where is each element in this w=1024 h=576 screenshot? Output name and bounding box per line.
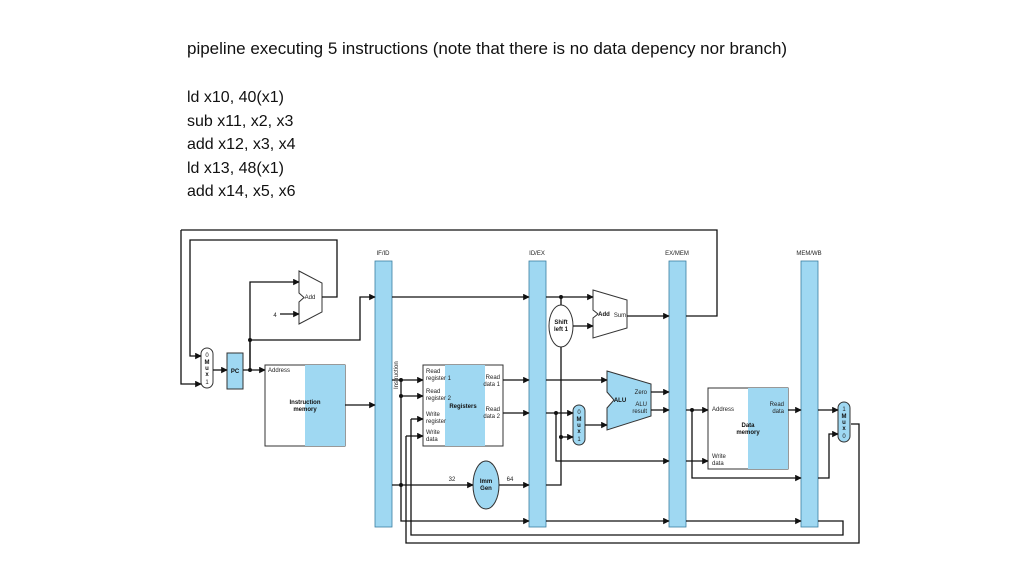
ex-adder-sum-label: Sum: [614, 313, 626, 319]
dmem-write-label: data: [712, 461, 724, 467]
ex-mux-letter: x: [577, 429, 581, 435]
ex-mux-letter: M: [577, 417, 582, 423]
read-data-1-label: Read: [486, 375, 500, 381]
imm-out-bits: 64: [507, 477, 514, 483]
imm-gen: [472, 460, 500, 510]
instruction-line: ld x10, 40(x1): [187, 89, 284, 106]
read-register-2-label: register 2: [426, 396, 452, 402]
alu-result-label: result: [632, 409, 647, 415]
imem-address-label: Address: [268, 368, 290, 374]
if-mux-letter: M: [205, 360, 210, 366]
register-file-fill: [445, 365, 485, 446]
pc-label: PC: [231, 369, 240, 375]
if-mux-in1: 1: [205, 380, 209, 386]
dmem-name-line: Data: [741, 423, 755, 429]
read-register-1-label: register 1: [426, 376, 452, 382]
ifid-label: IF/ID: [377, 251, 391, 257]
wb-mux-in0: 0: [842, 434, 846, 440]
read-data-2-label: data 2: [483, 414, 500, 420]
read-data-2-label: Read: [486, 407, 500, 413]
instruction-bus-label: Instruction: [394, 361, 400, 389]
memwb-label: MEM/WB: [796, 251, 821, 257]
wb-mux-letter: M: [842, 414, 847, 420]
constant-four: 4: [273, 313, 277, 319]
idex-label: ID/EX: [529, 251, 545, 257]
write-data-label: data: [426, 437, 438, 443]
if-mux-letter: u: [205, 366, 209, 372]
alu: [606, 370, 652, 431]
imem-name-line: Instruction: [290, 400, 321, 406]
if-mux-in0: 0: [205, 353, 209, 359]
data-memory-fill: [748, 388, 788, 469]
ex-mux-letter: u: [577, 423, 581, 429]
registers-name: Registers: [449, 404, 477, 410]
ex-adder-label: Add: [598, 312, 610, 318]
instruction-list: ld x10, 40(x1) sub x11, x2, x3 add x12, …: [187, 86, 296, 204]
wb-mux-letter: u: [842, 420, 846, 426]
wb-mux: [837, 401, 851, 443]
wb-mux-letter: x: [842, 426, 846, 432]
imem-name-line: memory: [293, 407, 317, 413]
read-data-1-label: data 1: [483, 382, 500, 388]
instruction-line: add x14, x5, x6: [187, 183, 296, 201]
alu-zero-label: Zero: [635, 390, 648, 396]
exmem-label: EX/MEM: [665, 251, 689, 257]
ex-mux-in0: 0: [577, 410, 581, 416]
dmem-name-line: memory: [736, 430, 760, 436]
read-register-1-label: Read: [426, 369, 440, 375]
shift-left-unit: [548, 304, 574, 348]
if-adder-label: Add: [305, 295, 316, 301]
ex-mux-in1: 1: [577, 437, 581, 443]
read-register-2-label: Read: [426, 389, 440, 395]
dmem-read-label: Read: [770, 402, 784, 408]
idex-register: [528, 260, 547, 528]
alu-label: ALU: [614, 398, 626, 404]
exmem-register: [668, 260, 687, 528]
shift-left-label: Shift: [554, 320, 567, 326]
imm-in-bits: 32: [449, 477, 456, 483]
instruction-memory-fill: [305, 365, 345, 446]
write-register-label: Write: [426, 412, 441, 418]
instruction-line: sub x11, x2, x3: [187, 112, 294, 130]
imm-gen-label: Gen: [480, 486, 492, 492]
dmem-address-label: Address: [712, 407, 734, 413]
memwb-register: [800, 260, 819, 528]
instruction-line: ld x13, 48(x1): [187, 159, 284, 177]
if-mux: [200, 347, 214, 389]
dmem-read-label: data: [772, 409, 784, 415]
ifid-register: [374, 260, 393, 528]
wb-mux-in1: 1: [842, 407, 846, 413]
shift-left-label: left 1: [554, 327, 569, 333]
write-data-label: Write: [426, 430, 441, 436]
alu-result-label: ALU: [635, 402, 647, 408]
imm-gen-label: Imm: [480, 479, 492, 485]
write-register-label: register: [426, 419, 446, 425]
instruction-line: add x12, x3, x4: [187, 136, 296, 154]
slide-title: pipeline executing 5 instructions (note …: [187, 39, 788, 58]
if-mux-letter: x: [205, 372, 209, 378]
dmem-write-label: Write: [712, 454, 727, 460]
